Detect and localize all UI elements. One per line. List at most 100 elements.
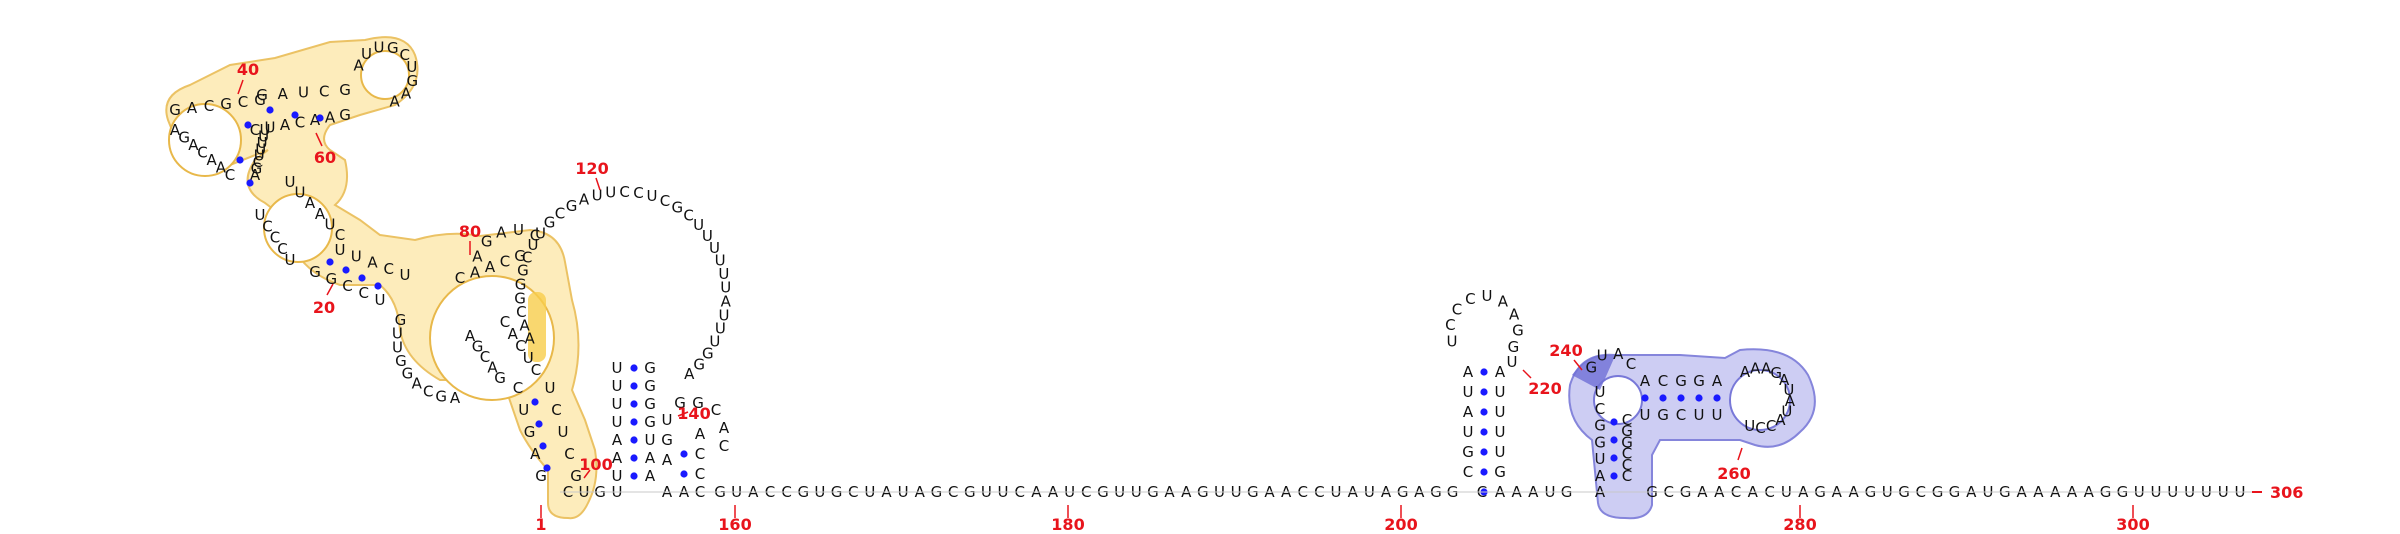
nucleotide: A — [278, 85, 289, 103]
base-pair-dot — [1610, 454, 1618, 462]
label-60: 60 — [314, 148, 336, 167]
nucleotide: C — [551, 401, 561, 419]
nucleotide: C — [225, 166, 235, 184]
nucleotide: U — [258, 127, 269, 145]
nucleotide: C — [1676, 406, 1686, 424]
nucleotide: C — [1755, 419, 1765, 437]
nucleotide: U — [715, 252, 726, 270]
nucleotide: G — [407, 72, 419, 90]
nucleotide: A — [465, 327, 476, 345]
nucleotide: A — [1761, 360, 1772, 378]
nucleotide: A — [1613, 345, 1624, 363]
nucleotide: U — [285, 251, 296, 269]
nucleotide: U — [1495, 423, 1506, 441]
nucleotide: U — [1495, 403, 1506, 421]
nucleotide: A — [719, 419, 730, 437]
base-pair-dot — [630, 382, 638, 390]
base-pair-dot — [374, 282, 382, 290]
base-pair-dot — [246, 179, 254, 187]
base-pair-dot — [266, 106, 274, 114]
nucleotide: A — [1750, 359, 1761, 377]
base-pair-dot — [543, 464, 551, 472]
nucleotide: G — [395, 352, 407, 370]
label-40: 40 — [237, 60, 259, 79]
nucleotide: G — [339, 106, 351, 124]
nucleotide: C — [270, 229, 280, 247]
base-pair-dot — [1480, 408, 1488, 416]
nucleotide: G — [515, 275, 527, 293]
base-pair-dot — [1480, 468, 1488, 476]
label-160: 160 — [718, 515, 751, 534]
nucleotide: G — [1621, 422, 1633, 440]
nucleotide: U — [523, 349, 534, 367]
nucleotide: U — [1481, 287, 1492, 305]
label-300: 300 — [2116, 515, 2149, 534]
base-pair-dot — [1641, 394, 1649, 402]
nucleotide: A — [1463, 363, 1474, 381]
nucleotide: A — [1640, 372, 1651, 390]
nucleotide: U — [528, 236, 539, 254]
nucleotide: C — [1658, 372, 1668, 390]
nucleotide: G — [514, 289, 526, 307]
nucleotide: U — [257, 134, 268, 152]
nucleotide: G — [514, 247, 526, 265]
base-pair-dot — [1610, 472, 1618, 480]
nucleotide: A — [472, 247, 483, 265]
nucleotide: C — [1766, 417, 1776, 435]
nucleotide: U — [1507, 353, 1518, 371]
nucleotide: C — [359, 284, 369, 302]
nucleotide: G — [472, 338, 484, 356]
nucleotide: U — [1712, 406, 1723, 424]
nucleotide: A — [401, 84, 412, 102]
nucleotide: G — [570, 467, 582, 485]
nucleotide: C — [719, 437, 729, 455]
nucleotide: C — [253, 153, 263, 171]
nucleotide: U — [535, 224, 546, 242]
nucleotide: C — [204, 97, 214, 115]
nucleotide: U — [361, 45, 372, 63]
nucleotide: G — [325, 270, 337, 288]
nucleotide: C — [1465, 290, 1475, 308]
nucleotide: U — [255, 140, 266, 158]
nucleotide: G — [220, 95, 232, 113]
nucleotide: U — [1783, 381, 1794, 399]
nucleotide: U — [518, 401, 529, 419]
nucleotide: C — [522, 248, 532, 266]
nucleotide: U — [647, 187, 658, 205]
base-pair-dot — [316, 114, 324, 122]
nucleotide: A — [612, 449, 623, 467]
label-100: 100 — [579, 455, 612, 474]
nucleotide: A — [520, 317, 531, 335]
nucleotide: U — [1463, 423, 1474, 441]
nucleotide: A — [487, 359, 498, 377]
nucleotide: G — [251, 160, 263, 178]
nucleotide: A — [721, 293, 732, 311]
base-pair-dot — [680, 450, 688, 458]
base-pair-dot — [326, 258, 334, 266]
nucleotide: C — [480, 348, 490, 366]
nucleotide: G — [535, 467, 547, 485]
base-pair-dot — [1480, 388, 1488, 396]
nucleotide: C — [530, 226, 540, 244]
nucleotide: A — [325, 109, 336, 127]
nucleotide: C — [660, 192, 670, 210]
base-pair-dot — [1480, 368, 1488, 376]
nucleotide: U — [605, 184, 616, 202]
nucleotide: U — [1744, 417, 1755, 435]
label-280: 280 — [1783, 515, 1816, 534]
nucleotide: U — [693, 216, 704, 234]
nucleotide: A — [530, 445, 541, 463]
nucleotide: C — [564, 445, 574, 463]
nucleotide: A — [508, 325, 519, 343]
nucleotide: A — [579, 191, 590, 209]
nucleotide: A — [354, 56, 365, 74]
nucleotide: G — [1462, 443, 1474, 461]
nucleotide: A — [305, 194, 316, 212]
nucleotide: A — [207, 151, 218, 169]
nucleotide: C — [295, 114, 305, 132]
base-pair-dot — [342, 266, 350, 274]
base-pair-dot — [630, 364, 638, 372]
nucleotide: G — [644, 359, 656, 377]
nucleotide: U — [612, 467, 623, 485]
nucleotide: U — [1640, 406, 1651, 424]
